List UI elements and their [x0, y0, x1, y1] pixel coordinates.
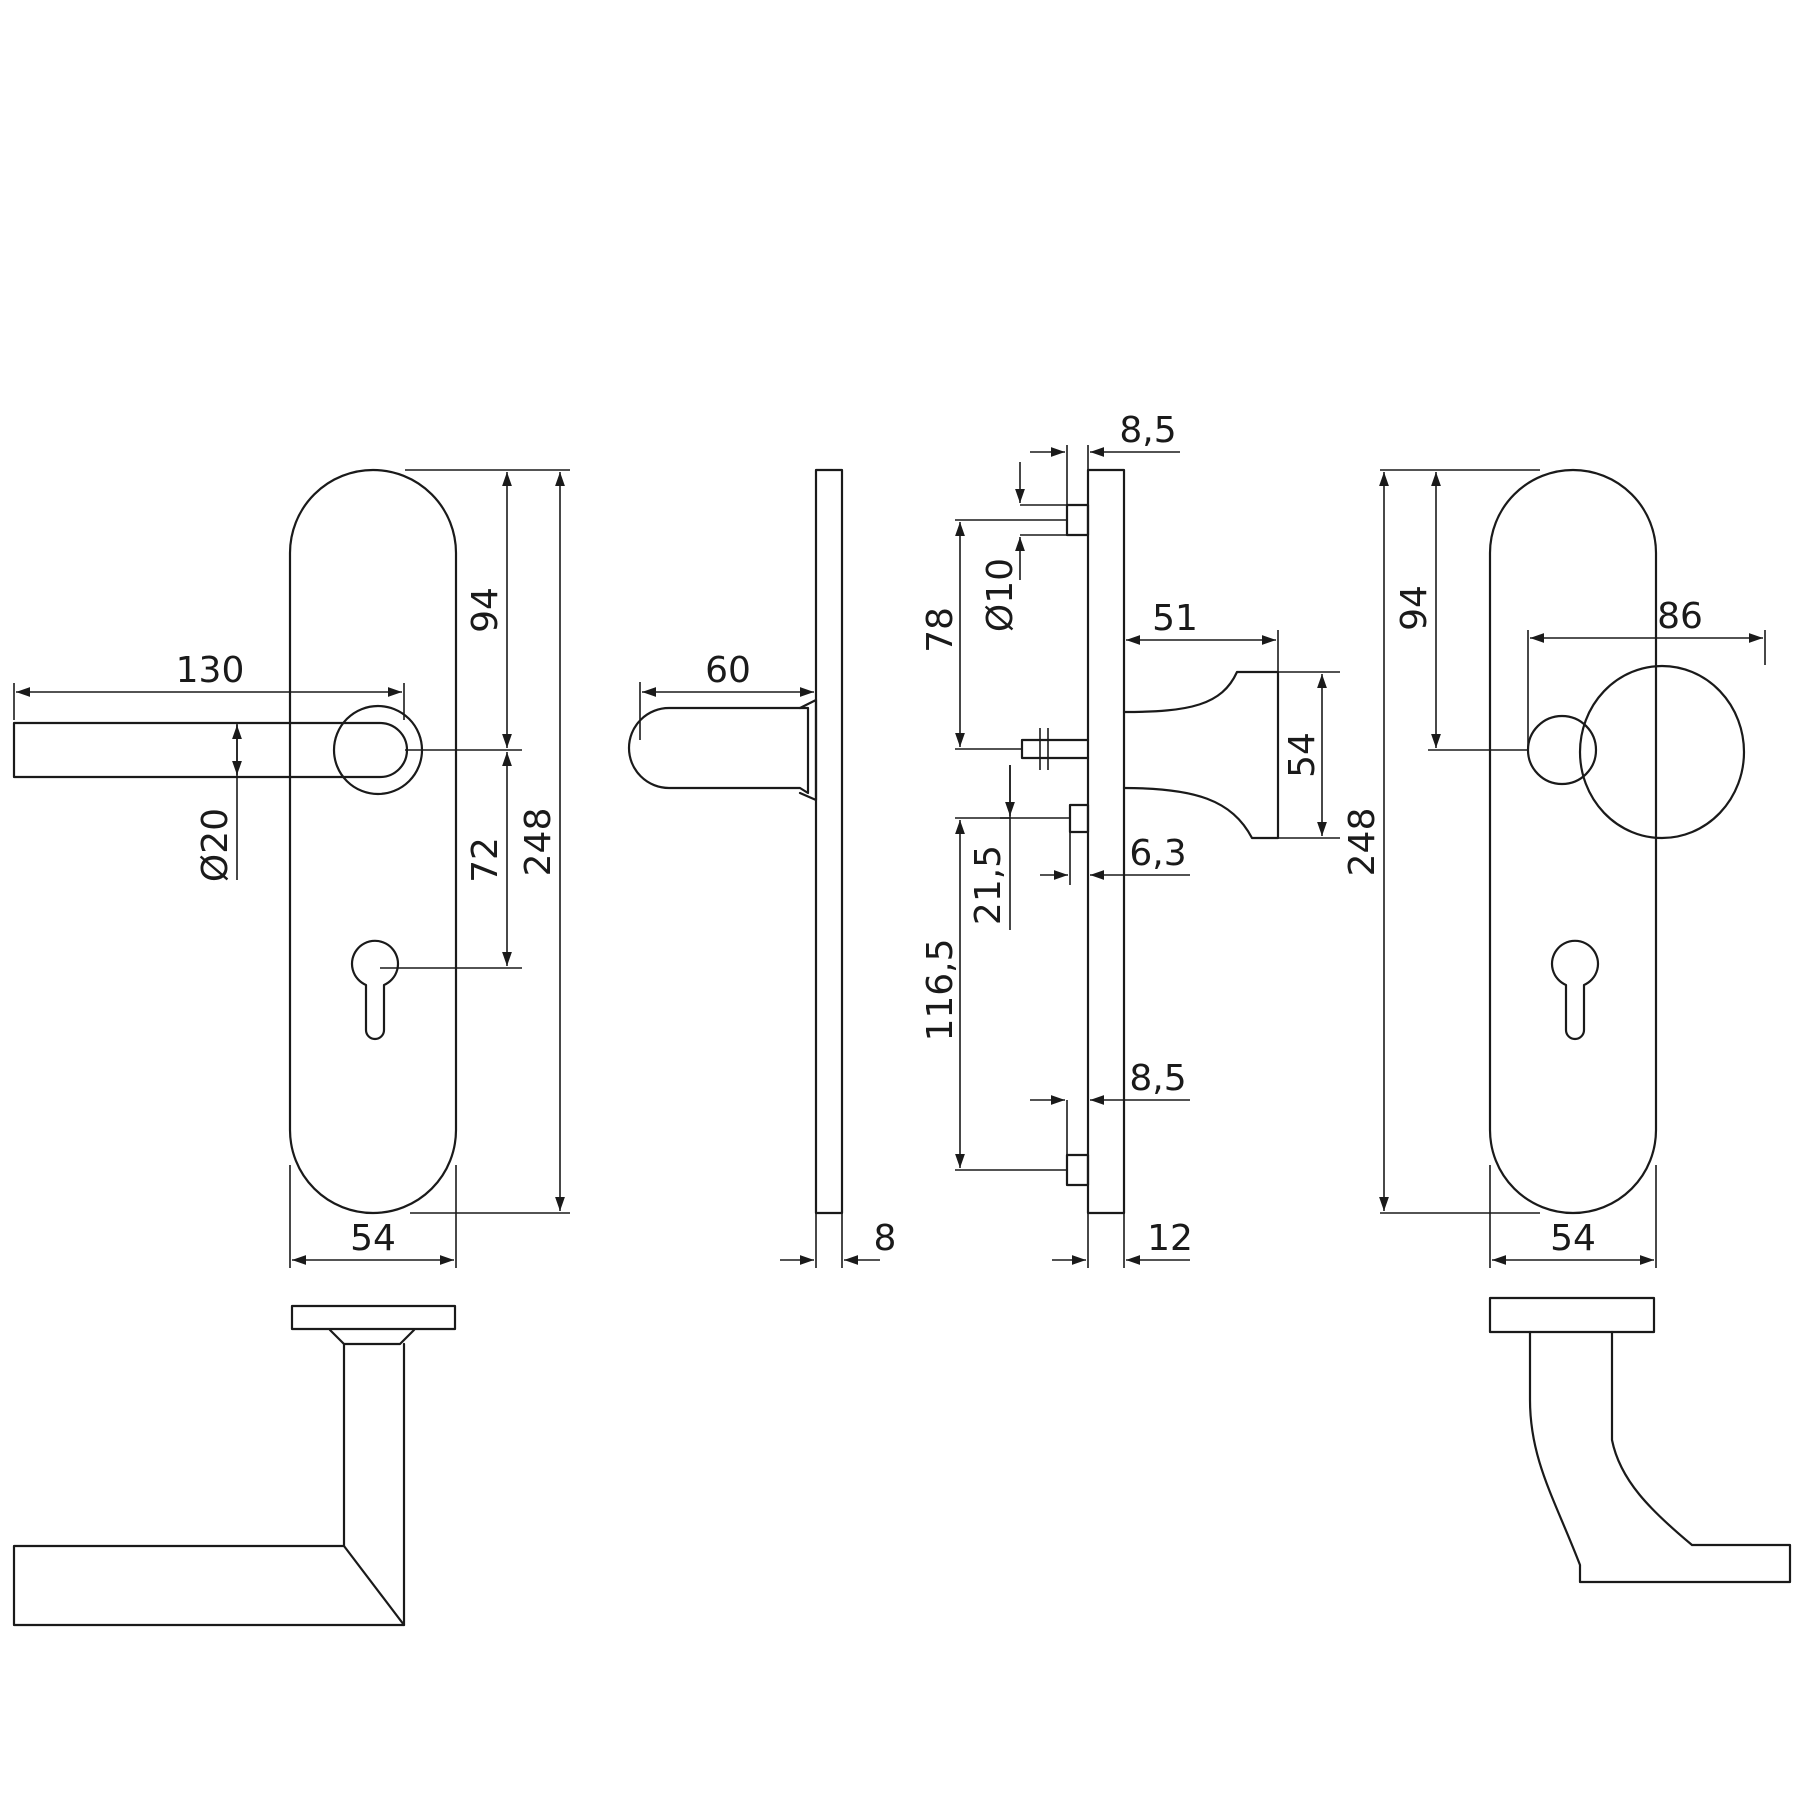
dim-knob-height: 54 [1282, 732, 1323, 778]
knob-body [1578, 664, 1746, 840]
dim-lever-total-height: 248 [518, 808, 559, 877]
dim-lever-diameter: Ø20 [195, 808, 236, 882]
dim-plate-thickness: 12 [1147, 1218, 1193, 1259]
knob-front-view: 94 248 86 54 [1342, 468, 1766, 1268]
backplate-outline [288, 468, 458, 1215]
side-view: 60 8 [627, 468, 897, 1268]
dim-knob-to-spindle: 94 [1394, 585, 1435, 631]
cylinder-keyhole [350, 939, 400, 1041]
dim-side-projection: 60 [705, 650, 751, 691]
dim-bottom-pin-offset: 8,5 [1129, 1058, 1186, 1099]
side-plate [814, 468, 844, 1215]
knob-cylinder-keyhole [1550, 939, 1600, 1041]
dim-pin-spacing: 116,5 [920, 938, 961, 1041]
lever-front-view: 130 Ø20 94 72 248 54 [12, 468, 570, 1268]
dim-knob-projection: 51 [1152, 598, 1198, 639]
spindle-screw [1020, 738, 1090, 760]
side-lever [627, 706, 810, 795]
dim-top-to-spindle: 78 [920, 607, 961, 653]
top-pin [1065, 503, 1090, 537]
dim-top-pin-offset: 8,5 [1119, 410, 1176, 451]
lever-handle [12, 721, 409, 779]
knob-rosette [1526, 714, 1598, 786]
dim-knob-length: 86 [1657, 596, 1703, 637]
dim-lever-to-spindle: 94 [465, 587, 506, 633]
section-plate [1086, 468, 1126, 1215]
dim-side-thickness: 8 [874, 1218, 897, 1259]
bottom-pin [1065, 1153, 1090, 1187]
knob-top-handle [1528, 1330, 1792, 1584]
dim-lever-width: 54 [350, 1218, 396, 1259]
dim-spindle-to-pin: 21,5 [968, 845, 1009, 925]
dim-pin-diameter: Ø10 [980, 558, 1021, 632]
side-rosette [798, 698, 818, 802]
top-plate [290, 1304, 457, 1331]
dim-lever-length: 130 [176, 650, 245, 691]
section-view: 8,5 Ø10 78 21,5 116,5 51 54 [920, 410, 1340, 1268]
dim-pin-length: 6,3 [1129, 833, 1186, 874]
middle-pin [1068, 803, 1090, 834]
knob-backplate-outline [1488, 468, 1658, 1215]
knob-top-view [1488, 1296, 1792, 1584]
section-knob [1122, 670, 1280, 840]
dim-spindle-to-cylinder: 72 [465, 837, 506, 883]
lever-top-view [12, 1304, 457, 1627]
dim-knob-total-height: 248 [1342, 808, 1383, 877]
top-collar [328, 1328, 416, 1346]
dim-knob-width: 54 [1550, 1218, 1596, 1259]
top-lever [12, 1342, 406, 1627]
knob-top-plate [1488, 1296, 1656, 1334]
